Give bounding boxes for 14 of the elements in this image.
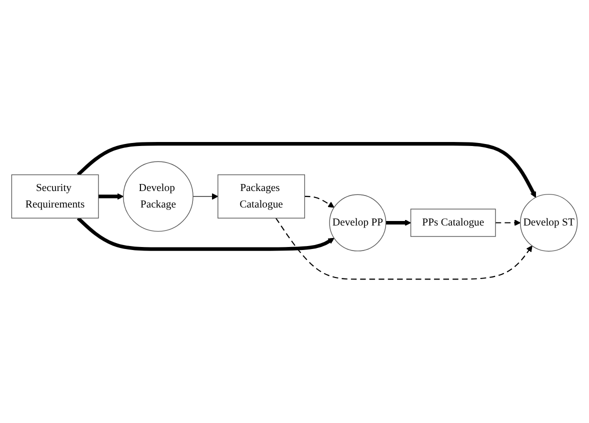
node-box: Packages Catalogue xyxy=(218,174,306,218)
arrow xyxy=(275,218,532,280)
arrow xyxy=(386,220,412,226)
node-box: Security Requirements xyxy=(11,174,99,218)
arrow xyxy=(76,142,536,198)
arrow xyxy=(304,196,334,208)
node-circle: Develop PP xyxy=(329,194,386,252)
arrow xyxy=(76,216,334,251)
arrow xyxy=(98,193,124,200)
arrow xyxy=(192,193,218,200)
node-box: PPs Catalogue xyxy=(410,208,496,237)
node-circle: Develop Package xyxy=(122,161,194,232)
node-circle: Develop ST xyxy=(520,194,578,252)
arrow xyxy=(495,220,521,226)
